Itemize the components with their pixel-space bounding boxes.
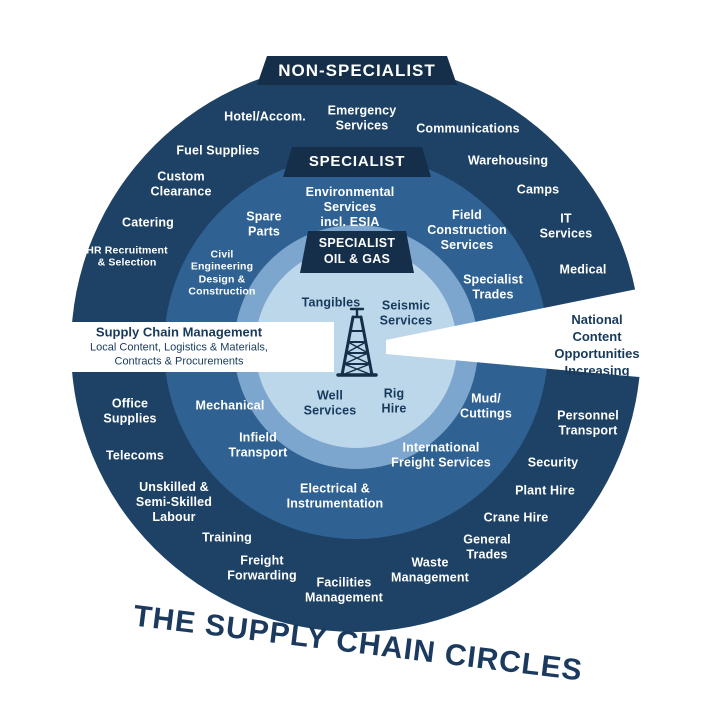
specialist-oil-gas-banner: SPECIALIST OIL & GAS bbox=[300, 231, 414, 273]
non-specialist-banner-label: NON-SPECIALIST bbox=[278, 60, 436, 80]
oil-derrick-icon bbox=[336, 307, 378, 377]
specialist-oil-gas-banner-label: SPECIALIST OIL & GAS bbox=[318, 236, 396, 266]
specialist-banner-label: SPECIALIST bbox=[308, 152, 406, 170]
supply-chain-management-callout: Supply Chain Management Local Content, L… bbox=[64, 325, 294, 370]
non-specialist-banner: NON-SPECIALIST bbox=[257, 56, 457, 85]
national-content-note: National Content Opportunities Increasin… bbox=[554, 312, 640, 378]
callout-body: Local Content, Logistics & Materials, Co… bbox=[90, 341, 268, 368]
callout-heading: Supply Chain Management bbox=[95, 324, 263, 340]
specialist-banner: SPECIALIST bbox=[283, 147, 431, 177]
national-content-wedge bbox=[386, 282, 672, 380]
supply-chain-band bbox=[40, 322, 334, 372]
